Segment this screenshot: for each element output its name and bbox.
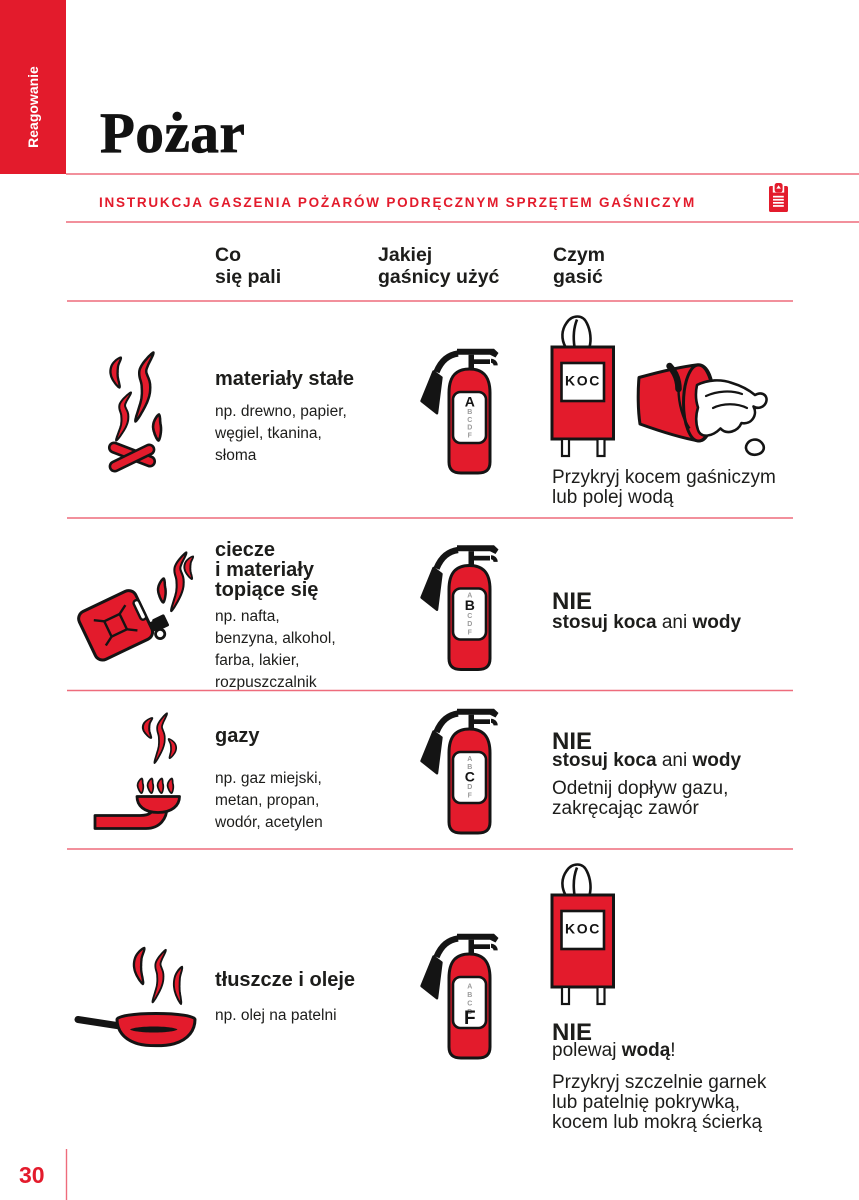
svg-text:A: A	[467, 984, 472, 991]
svg-text:F: F	[468, 630, 473, 637]
svg-text:D: D	[467, 621, 472, 628]
svg-text:B: B	[467, 764, 472, 771]
svg-text:B: B	[465, 597, 475, 613]
svg-text:A: A	[465, 394, 475, 410]
svg-text:C: C	[467, 1001, 472, 1008]
svg-text:B: B	[467, 409, 472, 416]
svg-text:C: C	[467, 613, 472, 620]
svg-text:D: D	[467, 1009, 472, 1016]
svg-text:C: C	[467, 417, 472, 424]
svg-text:A: A	[467, 592, 472, 599]
svg-text:D: D	[467, 425, 472, 432]
svg-text:A: A	[467, 756, 472, 763]
svg-text:D: D	[467, 784, 472, 791]
svg-text:B: B	[467, 992, 472, 999]
svg-text:F: F	[468, 433, 473, 440]
svg-text:C: C	[465, 769, 475, 785]
svg-text:F: F	[464, 1008, 476, 1029]
svg-text:F: F	[468, 793, 473, 800]
